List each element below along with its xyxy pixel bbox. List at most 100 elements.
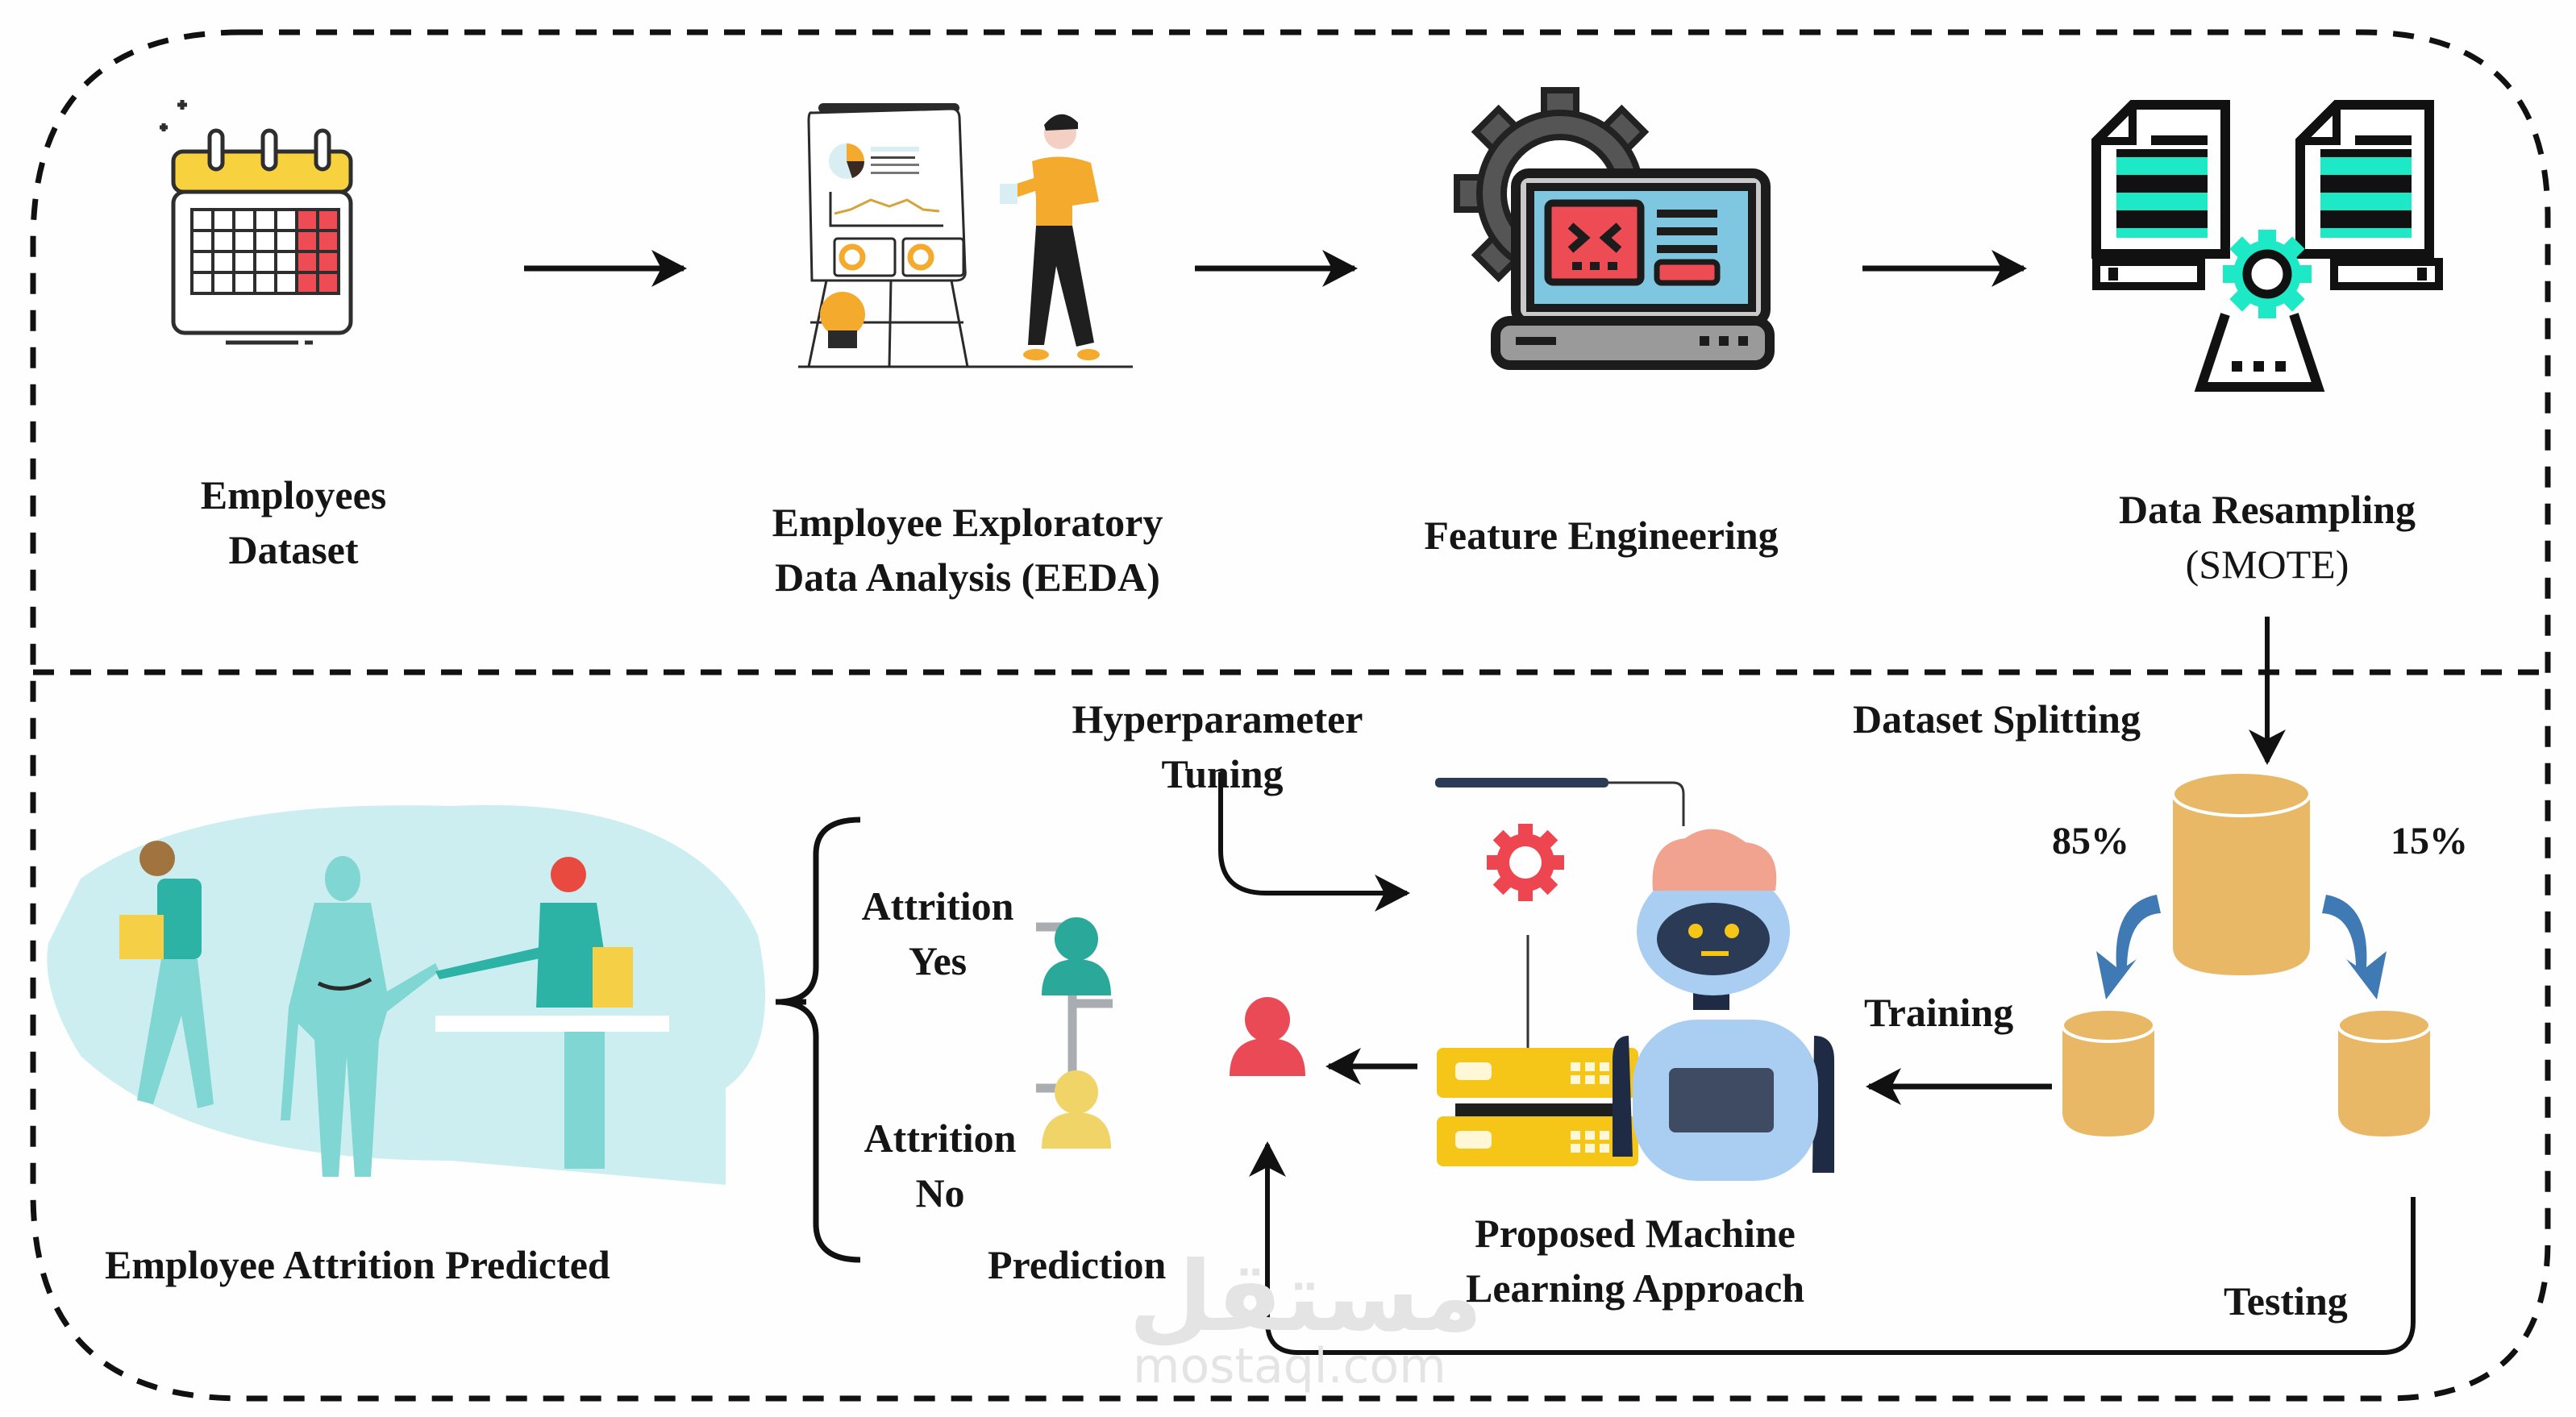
calendar-cell <box>211 250 235 274</box>
doc-line <box>2320 210 2412 220</box>
doc-line <box>2320 220 2412 228</box>
doc-line <box>2355 135 2412 145</box>
arrow-hyperparameter-tuning <box>1218 772 1410 912</box>
server-light <box>1600 1075 1609 1084</box>
server-light <box>1571 1144 1580 1153</box>
server-light <box>1600 1062 1609 1071</box>
server-light <box>1600 1144 1609 1153</box>
calendar-cell <box>190 271 214 295</box>
doc-line <box>2320 149 2412 157</box>
calendar-cell <box>316 208 340 232</box>
leaving-employee-figure <box>119 841 214 1108</box>
presentation-analyst-icon <box>798 103 1133 368</box>
server-light <box>1585 1131 1595 1140</box>
person-predicted-icon <box>1230 997 1305 1076</box>
label-line: Dataset <box>228 527 359 572</box>
calendar-cell <box>232 271 256 295</box>
calendar-dataset-icon <box>160 100 353 345</box>
prediction-persons <box>1042 917 1305 1149</box>
ml-model-graphic <box>1435 778 1834 1181</box>
label-attrition-yes: Attrition Yes <box>862 879 1014 988</box>
testing-cylinder <box>2337 1008 2432 1137</box>
label-line: No <box>915 1170 965 1215</box>
person-attrition-no-icon <box>1042 1070 1111 1149</box>
calendar-cell <box>316 229 340 253</box>
doc-line <box>2116 185 2208 193</box>
label-testing: Testing <box>2224 1278 2348 1324</box>
doc-line <box>2320 185 2412 193</box>
outer-dashed-border <box>30 29 2551 1402</box>
label-line: Learning Approach <box>1466 1265 1804 1311</box>
server-light <box>1571 1131 1580 1140</box>
calendar-cell <box>232 229 256 253</box>
doc-line <box>2116 157 2208 167</box>
laptop-gear-icon <box>1454 87 1775 370</box>
manager-figure <box>435 857 669 1169</box>
calendar-cell <box>253 229 277 253</box>
doc-line <box>2116 228 2208 238</box>
calendar-cell <box>211 229 235 253</box>
doc-line <box>2320 228 2412 238</box>
split-arrow-left-icon <box>2096 895 2161 999</box>
doc-line <box>2320 157 2412 167</box>
label-dataset-splitting: Dataset Splitting <box>1853 696 2141 742</box>
label-attrition-no: Attrition No <box>864 1111 1017 1220</box>
calendar-cell <box>274 229 298 253</box>
label-employees-dataset: Employees Dataset <box>201 467 387 577</box>
label-eeda: Employee Exploratory Data Analysis (EEDA… <box>772 495 1163 605</box>
calendar-cell <box>274 250 298 274</box>
label-proposed-ml: Proposed Machine Learning Approach <box>1466 1206 1804 1315</box>
calendar-cell <box>274 208 298 232</box>
calendar-cell <box>295 229 319 253</box>
humanoid-figure <box>281 856 439 1177</box>
doc-line <box>2151 135 2208 145</box>
label-prediction: Prediction <box>988 1242 1167 1287</box>
doc-line <box>2320 175 2412 185</box>
label-employee-attrition-predicted: Employee Attrition Predicted <box>105 1242 610 1287</box>
label-line: Employees <box>200 472 387 517</box>
dataset-split-graphic <box>2061 771 2432 1137</box>
doc-line <box>2116 210 2208 220</box>
label-line: (SMOTE) <box>2185 542 2349 587</box>
calendar-cell <box>232 208 256 232</box>
server-light <box>1585 1075 1595 1084</box>
doc-line <box>2320 202 2412 210</box>
doc-line <box>2116 175 2208 185</box>
person-attrition-yes-icon <box>1042 917 1111 995</box>
calendar-cell <box>232 250 256 274</box>
calendar-cell <box>316 250 340 274</box>
calendar-cell <box>295 271 319 295</box>
calendar-cell <box>190 229 214 253</box>
curly-brace <box>780 817 861 1263</box>
server-light <box>1585 1144 1595 1153</box>
full-dataset-cylinder <box>2171 771 2312 975</box>
label-line: Data Analysis (EEDA) <box>775 555 1160 600</box>
label-line: Employee Exploratory <box>772 500 1163 545</box>
doc-line <box>2320 167 2412 175</box>
label-training: Training <box>1864 990 2014 1035</box>
label-line: Attrition <box>864 1116 1017 1161</box>
server-icon <box>1437 1048 1638 1166</box>
prediction-bracket <box>1036 922 1113 1093</box>
server-light <box>1571 1075 1580 1084</box>
arrow-testing-to-prediction <box>1249 1141 2416 1355</box>
label-feature-engineering: Feature Engineering <box>1424 508 1778 563</box>
label-line: Data Resampling <box>2118 487 2416 532</box>
split-arrow-right-icon <box>2322 895 2387 999</box>
label-line: Feature Engineering <box>1424 513 1779 558</box>
doc-line <box>2116 220 2208 228</box>
tuning-gear-icon <box>1487 824 1564 901</box>
document-fold <box>2096 105 2137 145</box>
calendar-cell <box>211 271 235 295</box>
calendar-cell <box>253 250 277 274</box>
training-cylinder <box>2061 1008 2156 1137</box>
label-line: Attrition <box>861 883 1014 929</box>
calendar-cell <box>190 250 214 274</box>
documents-gear-icon <box>2091 100 2443 392</box>
calendar-cell <box>295 250 319 274</box>
document-fold <box>2300 105 2341 145</box>
label-line: Proposed Machine <box>1475 1211 1796 1256</box>
calendar-cell <box>253 271 277 295</box>
attrition-scene-illustration <box>47 804 766 1185</box>
